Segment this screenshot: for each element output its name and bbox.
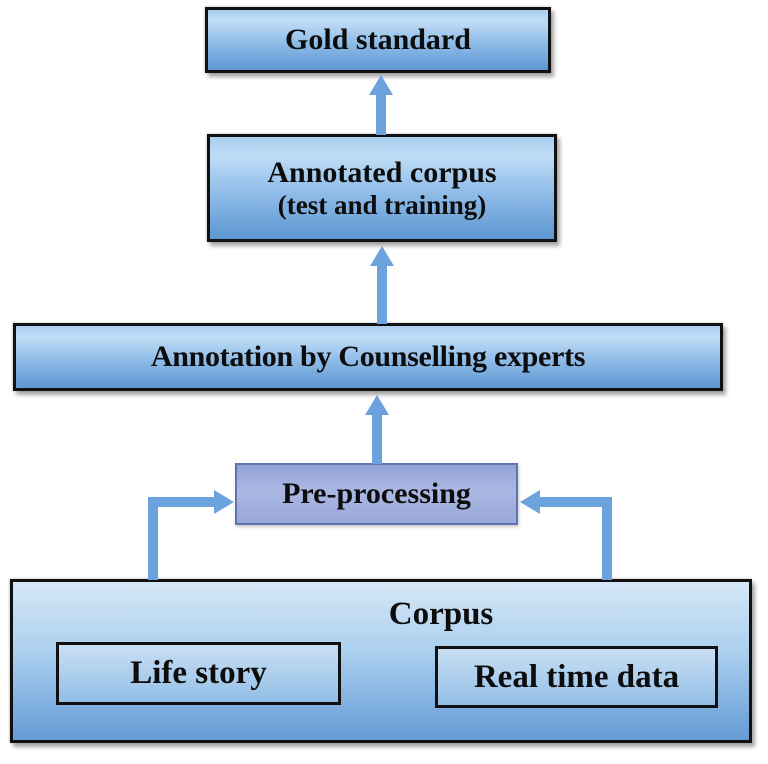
arrow-shaft [602,498,612,580]
node-preprocessing-label: Pre-processing [282,477,471,511]
node-life-story-label: Life story [130,655,267,692]
node-life-story: Life story [56,642,341,705]
arrow-up-icon [365,395,389,415]
arrow-up-icon [369,75,393,95]
node-gold-standard-label: Gold standard [285,23,471,57]
arrow-shaft [372,414,382,464]
node-annotated-corpus-label: Annotated corpus [267,156,497,190]
node-annotated-corpus: Annotated corpus (test and training) [207,134,557,242]
node-gold-standard: Gold standard [205,7,551,73]
node-annotation-by-experts-label: Annotation by Counselling experts [150,340,586,374]
arrow-shaft [377,265,387,324]
node-real-time-data: Real time data [435,646,718,708]
arrow-shaft [148,497,215,507]
node-corpus: Corpus Life story Real time data [10,579,752,743]
node-real-time-data-label: Real time data [473,658,680,695]
node-annotated-corpus-sublabel: (test and training) [277,189,487,220]
arrow-right-icon [214,490,234,514]
node-annotation-by-experts: Annotation by Counselling experts [13,323,723,391]
arrow-up-icon [370,246,394,266]
node-corpus-label: Corpus [388,596,494,632]
node-preprocessing: Pre-processing [235,463,518,525]
arrow-shaft [540,497,612,507]
arrow-left-icon [520,490,540,514]
arrow-shaft [148,498,158,580]
arrow-shaft [376,94,386,135]
